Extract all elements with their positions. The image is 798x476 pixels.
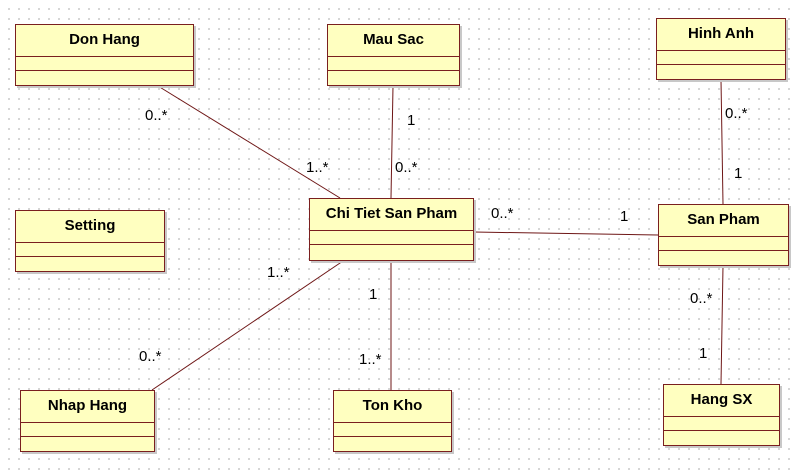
- mult-san-pham-end-from-ctsp: 1: [620, 208, 629, 225]
- mult-hinh-anh-end: 0..*: [725, 105, 748, 122]
- class-setting[interactable]: Setting: [15, 210, 165, 272]
- class-name: Don Hang: [16, 25, 193, 57]
- line-ctsp-san-pham[interactable]: [473, 231, 659, 236]
- class-ton-kho[interactable]: Ton Kho: [333, 390, 452, 452]
- attributes-compartment: [16, 243, 164, 257]
- attributes-compartment: [664, 417, 779, 431]
- line-san-pham-hang-sx[interactable]: [720, 265, 724, 385]
- attributes-compartment: [310, 231, 473, 245]
- line-nhap-hang-ctsp[interactable]: [151, 260, 344, 391]
- class-name: Hang SX: [664, 385, 779, 417]
- class-name: Chi Tiet San Pham: [310, 199, 473, 231]
- mult-ctsp-end-to-ton-kho: 1: [369, 286, 378, 303]
- class-name: Ton Kho: [334, 391, 451, 423]
- class-chi-tiet-san-pham[interactable]: Chi Tiet San Pham: [309, 198, 474, 261]
- operations-compartment: [16, 71, 193, 85]
- mult-mau-sac-end: 1: [407, 112, 416, 129]
- class-name: Setting: [16, 211, 164, 243]
- line-mau-sac-ctsp[interactable]: [390, 85, 394, 199]
- attributes-compartment: [657, 51, 785, 65]
- class-nhap-hang[interactable]: Nhap Hang: [20, 390, 155, 452]
- line-hinh-anh-san-pham[interactable]: [720, 79, 724, 205]
- mult-ctsp-end-from-don-hang: 1..*: [306, 159, 329, 176]
- mult-san-pham-end-from-hinh-anh: 1: [734, 165, 743, 182]
- operations-compartment: [657, 65, 785, 79]
- class-san-pham[interactable]: San Pham: [658, 204, 789, 266]
- operations-compartment: [310, 245, 473, 259]
- mult-don-hang-end: 0..*: [145, 107, 168, 124]
- operations-compartment: [328, 71, 459, 85]
- class-name: Hinh Anh: [657, 19, 785, 51]
- mult-hang-sx-end: 1: [699, 345, 708, 362]
- attributes-compartment: [21, 423, 154, 437]
- mult-ctsp-end-from-mau-sac: 0..*: [395, 159, 418, 176]
- class-name: Mau Sac: [328, 25, 459, 57]
- class-mau-sac[interactable]: Mau Sac: [327, 24, 460, 86]
- operations-compartment: [664, 431, 779, 445]
- mult-ctsp-end-to-san-pham: 0..*: [491, 205, 514, 222]
- attributes-compartment: [328, 57, 459, 71]
- class-hang-sx[interactable]: Hang SX: [663, 384, 780, 446]
- mult-san-pham-end-to-hang-sx: 0..*: [690, 290, 713, 307]
- class-don-hang[interactable]: Don Hang: [15, 24, 194, 86]
- operations-compartment: [21, 437, 154, 451]
- line-don-hang-ctsp[interactable]: [157, 85, 341, 199]
- class-hinh-anh[interactable]: Hinh Anh: [656, 18, 786, 80]
- attributes-compartment: [659, 237, 788, 251]
- attributes-compartment: [16, 57, 193, 71]
- operations-compartment: [334, 437, 451, 451]
- attributes-compartment: [334, 423, 451, 437]
- mult-ctsp-end-from-nhap-hang: 1..*: [267, 264, 290, 281]
- mult-nhap-hang-end: 0..*: [139, 348, 162, 365]
- operations-compartment: [659, 251, 788, 265]
- mult-ton-kho-end: 1..*: [359, 351, 382, 368]
- class-name: Nhap Hang: [21, 391, 154, 423]
- class-name: San Pham: [659, 205, 788, 237]
- operations-compartment: [16, 257, 164, 271]
